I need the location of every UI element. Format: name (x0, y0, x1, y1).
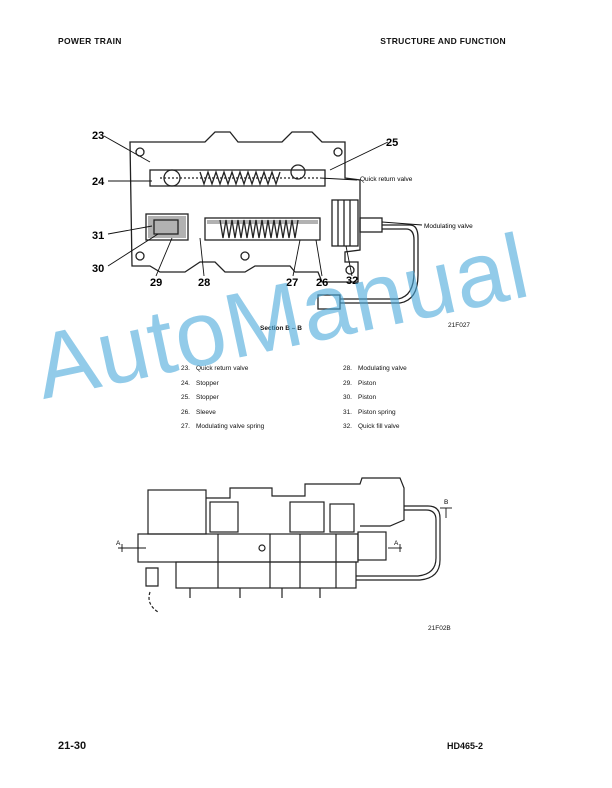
callout-25: 25 (386, 137, 398, 149)
legend-text: Modulating valve spring (196, 423, 265, 431)
section-mark-b: B (444, 499, 448, 506)
callout-29: 29 (150, 277, 162, 289)
legend-number: 31. (342, 408, 352, 416)
legend-item: 25. Stopper (172, 391, 264, 406)
callout-30: 30 (92, 263, 104, 275)
page-header-left: POWER TRAIN (58, 36, 122, 46)
legend-item: 31. Piston spring (334, 406, 407, 421)
callout-28: 28 (198, 277, 210, 289)
callout-23: 23 (92, 130, 104, 142)
legend-number: 32. (342, 423, 352, 431)
model-number: HD465-2 (447, 741, 484, 751)
figure-code-2: 21F02B (428, 625, 451, 632)
legend-item: 32. Quick fill valve (334, 420, 407, 435)
callout-31: 31 (92, 230, 104, 242)
label-modulating-valve: Modulating valve (424, 223, 473, 230)
legend-number: 29. (342, 379, 352, 387)
legend-item: 23. Quick return valve (172, 362, 264, 377)
legend-text: Modulating valve (358, 365, 407, 372)
callout-24: 24 (92, 176, 105, 188)
legend-text: Quick fill valve (358, 423, 400, 431)
legend-item: 27. Modulating valve spring (172, 420, 264, 435)
legend-item: 29. Piston (334, 377, 407, 392)
callout-27: 27 (286, 277, 298, 289)
section-title: Section B – B (260, 325, 302, 332)
page-number: 21-30 (58, 740, 87, 752)
legend-number: 27. (180, 423, 190, 431)
legend-number: 26. (180, 408, 190, 416)
legend-item: 26. Sleeve (172, 406, 264, 421)
legend-text: Piston (358, 379, 377, 387)
legend-text: Piston spring (358, 408, 396, 416)
legend-text: Piston (358, 394, 377, 402)
legend-text: Quick return valve (196, 365, 249, 372)
legend-column-1: 23. Quick return valve 24. Stopper 25. Stop… (172, 362, 264, 435)
legend-number: 23. (180, 365, 190, 372)
legend-text: Stopper (196, 379, 219, 387)
figure-code-1: 21F027 (448, 322, 471, 329)
legend-item: 30. Piston (334, 391, 407, 406)
section-mark-a-left: A (116, 540, 121, 547)
page-header-right: STRUCTURE AND FUNCTION (380, 36, 506, 46)
legend-item: 28. Modulating valve (334, 362, 407, 377)
legend-item: 24. Stopper (172, 377, 264, 392)
legend-column-2: 28. Modulating valve 29. Piston 30. Piston … (334, 362, 407, 435)
legend-number: 28. (342, 365, 352, 372)
label-quick-return-valve: Quick return valve (360, 176, 413, 183)
legend-text: Stopper (196, 394, 219, 402)
legend-number: 24. (180, 379, 190, 387)
callout-26: 26 (316, 277, 328, 289)
legend-number: 25. (180, 394, 190, 402)
legend-text: Sleeve (196, 408, 216, 416)
callout-32: 32 (346, 275, 358, 287)
section-mark-a-right: A (394, 540, 399, 547)
legend-number: 30. (342, 394, 352, 402)
